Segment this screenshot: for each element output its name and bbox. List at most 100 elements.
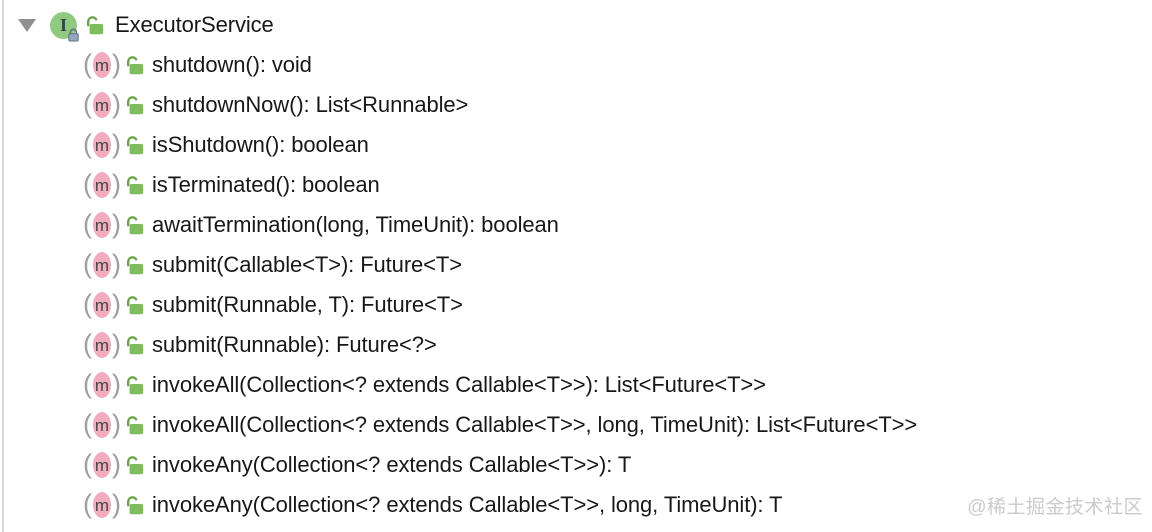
method-icon-paren-open: ( [83,488,92,519]
method-icon: ( m ) [83,328,121,359]
method-icon-letter: m [94,415,110,435]
method-icon: ( m ) [83,128,121,159]
method-icon-circle: m [93,332,111,358]
method-signature: shutdown(): void [152,52,312,77]
method-icon: ( m ) [83,168,121,199]
method-signature: invokeAll(Collection<? extends Callable<… [152,372,766,397]
method-icon-paren-close: ) [112,448,121,479]
method-icon: ( m ) [83,408,121,439]
method-icon-circle: m [93,172,111,198]
public-lock-icon [126,495,144,514]
interface-icon-letter: I [59,15,67,35]
method-icon: ( m ) [83,288,121,319]
chevron-down-icon[interactable] [18,18,36,32]
method-row[interactable]: ( m ) invokeAll(Collection<? extends Cal… [0,365,1152,405]
method-signature: shutdownNow(): List<Runnable> [152,92,469,117]
method-icon-letter: m [94,55,110,75]
method-icon-paren-close: ) [112,288,121,319]
public-lock-icon [126,375,144,394]
tree-root-row[interactable]: I ExecutorService [0,5,1152,45]
method-icon-paren-open: ( [83,208,92,239]
method-icon-paren-open: ( [83,408,92,439]
method-icon: ( m ) [83,48,121,79]
method-signature: awaitTermination(long, TimeUnit): boolea… [152,212,559,237]
method-icon-paren-close: ) [112,88,121,119]
public-lock-icon [126,215,144,234]
method-icon: ( m ) [83,448,121,479]
public-lock-icon [87,15,104,34]
public-lock-icon [126,135,144,154]
method-icon-letter: m [94,375,110,395]
method-list: ( m ) shutdown(): void ( m ) shutdownNow… [0,45,1152,525]
method-icon-letter: m [94,455,110,475]
public-lock-icon [126,255,144,274]
method-icon-paren-open: ( [83,168,92,199]
method-row[interactable]: ( m ) invokeAll(Collection<? extends Cal… [0,405,1152,445]
root-label: ExecutorService [115,12,274,37]
method-icon-paren-close: ) [112,208,121,239]
method-icon-circle: m [93,452,111,478]
method-icon-letter: m [94,335,110,355]
method-icon-circle: m [93,292,111,318]
method-signature: isShutdown(): boolean [152,132,369,157]
method-row[interactable]: ( m ) isTerminated(): boolean [0,165,1152,205]
method-icon-paren-open: ( [83,448,92,479]
method-icon-letter: m [94,255,110,275]
method-icon-paren-close: ) [112,168,121,199]
public-lock-icon [126,415,144,434]
method-signature: submit(Callable<T>): Future<T> [152,252,463,277]
method-icon-paren-close: ) [112,368,121,399]
method-icon-letter: m [94,215,110,235]
method-icon-paren-close: ) [112,328,121,359]
method-row[interactable]: ( m ) shutdown(): void [0,45,1152,85]
method-icon-paren-open: ( [83,328,92,359]
method-icon-circle: m [93,252,111,278]
method-icon-paren-open: ( [83,48,92,79]
watermark: @稀土掘金技术社区 [967,497,1143,518]
method-icon-paren-open: ( [83,288,92,319]
method-icon: ( m ) [83,488,121,519]
method-row[interactable]: ( m ) invokeAny(Collection<? extends Cal… [0,445,1152,485]
method-icon-letter: m [94,495,110,515]
method-icon-letter: m [94,175,110,195]
method-icon-circle: m [93,132,111,158]
method-signature: submit(Runnable, T): Future<T> [152,292,463,317]
method-icon-paren-close: ) [112,248,121,279]
method-signature: invokeAll(Collection<? extends Callable<… [152,412,918,437]
public-lock-icon [126,295,144,314]
method-icon-paren-open: ( [83,248,92,279]
method-row[interactable]: ( m ) submit(Runnable): Future<?> [0,325,1152,365]
method-row[interactable]: ( m ) submit(Runnable, T): Future<T> [0,285,1152,325]
method-row[interactable]: ( m ) isShutdown(): boolean [0,125,1152,165]
method-icon-letter: m [94,295,110,315]
method-icon-circle: m [93,492,111,518]
method-icon: ( m ) [83,208,121,239]
method-icon-paren-close: ) [112,488,121,519]
method-signature: submit(Runnable): Future<?> [152,332,437,357]
lock-badge-icon [68,28,79,41]
method-icon-paren-open: ( [83,88,92,119]
method-icon-circle: m [93,372,111,398]
public-lock-icon [126,175,144,194]
method-row[interactable]: ( m ) submit(Callable<T>): Future<T> [0,245,1152,285]
public-lock-icon [126,55,144,74]
method-icon: ( m ) [83,248,121,279]
method-icon-paren-open: ( [83,368,92,399]
interface-icon-circle: I [50,11,77,39]
method-signature: invokeAny(Collection<? extends Callable<… [152,492,783,517]
panel-left-border [2,0,4,532]
method-icon-paren-close: ) [112,128,121,159]
method-icon-circle: m [93,52,111,78]
method-row[interactable]: ( m ) shutdownNow(): List<Runnable> [0,85,1152,125]
method-signature: invokeAny(Collection<? extends Callable<… [152,452,632,477]
method-icon: ( m ) [83,88,121,119]
interface-icon: I [50,11,79,41]
method-row[interactable]: ( m ) awaitTermination(long, TimeUnit): … [0,205,1152,245]
method-row[interactable]: ( m ) invokeAny(Collection<? extends Cal… [0,485,1152,525]
public-lock-icon [126,95,144,114]
method-icon-paren-open: ( [83,128,92,159]
method-icon-paren-close: ) [112,408,121,439]
public-lock-icon [126,335,144,354]
method-icon-letter: m [94,135,110,155]
